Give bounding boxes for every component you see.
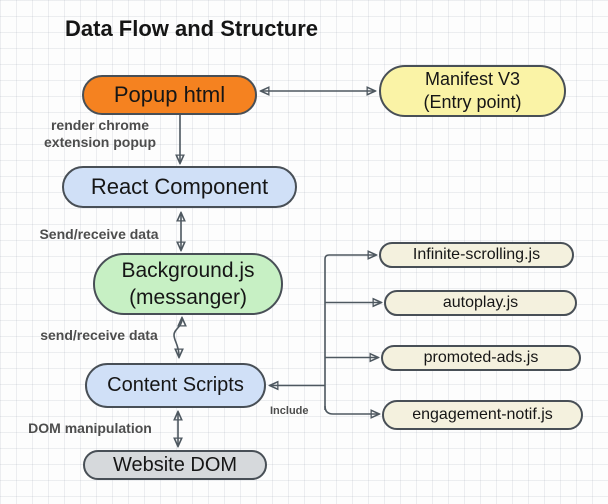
node-manifest-v3-label-line2: (Entry point) bbox=[423, 92, 522, 112]
node-manifest-v3-label-line1: Manifest V3 bbox=[424, 69, 521, 89]
node-popup-html: Popup html bbox=[82, 75, 257, 115]
node-autoplay-js-label: autoplay.js bbox=[442, 294, 519, 311]
diagram-title: Data Flow and Structure bbox=[65, 16, 319, 41]
node-engagement-notif-js: engagement-notif.js bbox=[382, 400, 583, 430]
edge-label-render-chrome-extension-popup: render chrome extension popup bbox=[20, 117, 180, 151]
node-content-scripts-label: Content Scripts bbox=[107, 374, 244, 396]
node-react-component-label: React Component bbox=[90, 174, 269, 199]
edge-label-dom-manipulation: DOM manipulation bbox=[28, 420, 152, 436]
node-engagement-notif-js-label: engagement-notif.js bbox=[412, 406, 553, 423]
edge-label-render-line1: render chrome bbox=[50, 117, 150, 133]
node-infinite-scrolling-js: Infinite-scrolling.js bbox=[379, 242, 574, 268]
node-react-component: React Component bbox=[62, 166, 297, 208]
edge-label-send-receive-data-top: Send/receive data bbox=[39, 226, 159, 242]
node-promoted-ads-js-label: promoted-ads.js bbox=[423, 349, 539, 366]
node-infinite-scrolling-js-label: Infinite-scrolling.js bbox=[412, 246, 541, 263]
node-website-dom-label: Website DOM bbox=[112, 453, 238, 476]
edge-label-include: Include bbox=[270, 405, 309, 417]
node-promoted-ads-js: promoted-ads.js bbox=[381, 345, 581, 371]
node-content-scripts: Content Scripts bbox=[85, 363, 266, 408]
node-popup-html-label: Popup html bbox=[113, 82, 226, 107]
edge-label-send-receive-data-bottom: send/receive data bbox=[40, 327, 158, 343]
node-autoplay-js: autoplay.js bbox=[384, 290, 577, 316]
edge-label-render-line2: extension popup bbox=[44, 134, 156, 150]
node-manifest-v3: Manifest V3 (Entry point) bbox=[379, 65, 566, 117]
edge-trunk-engagement bbox=[324, 405, 378, 414]
edge-trunk-infinite bbox=[324, 255, 375, 410]
node-background-js-label-line1: Background.js bbox=[121, 259, 255, 282]
node-background-js-label-line2: (messanger) bbox=[129, 286, 247, 309]
node-website-dom: Website DOM bbox=[83, 450, 267, 480]
edge-background-content bbox=[173, 319, 182, 356]
node-background-js: Background.js (messanger) bbox=[93, 253, 283, 315]
